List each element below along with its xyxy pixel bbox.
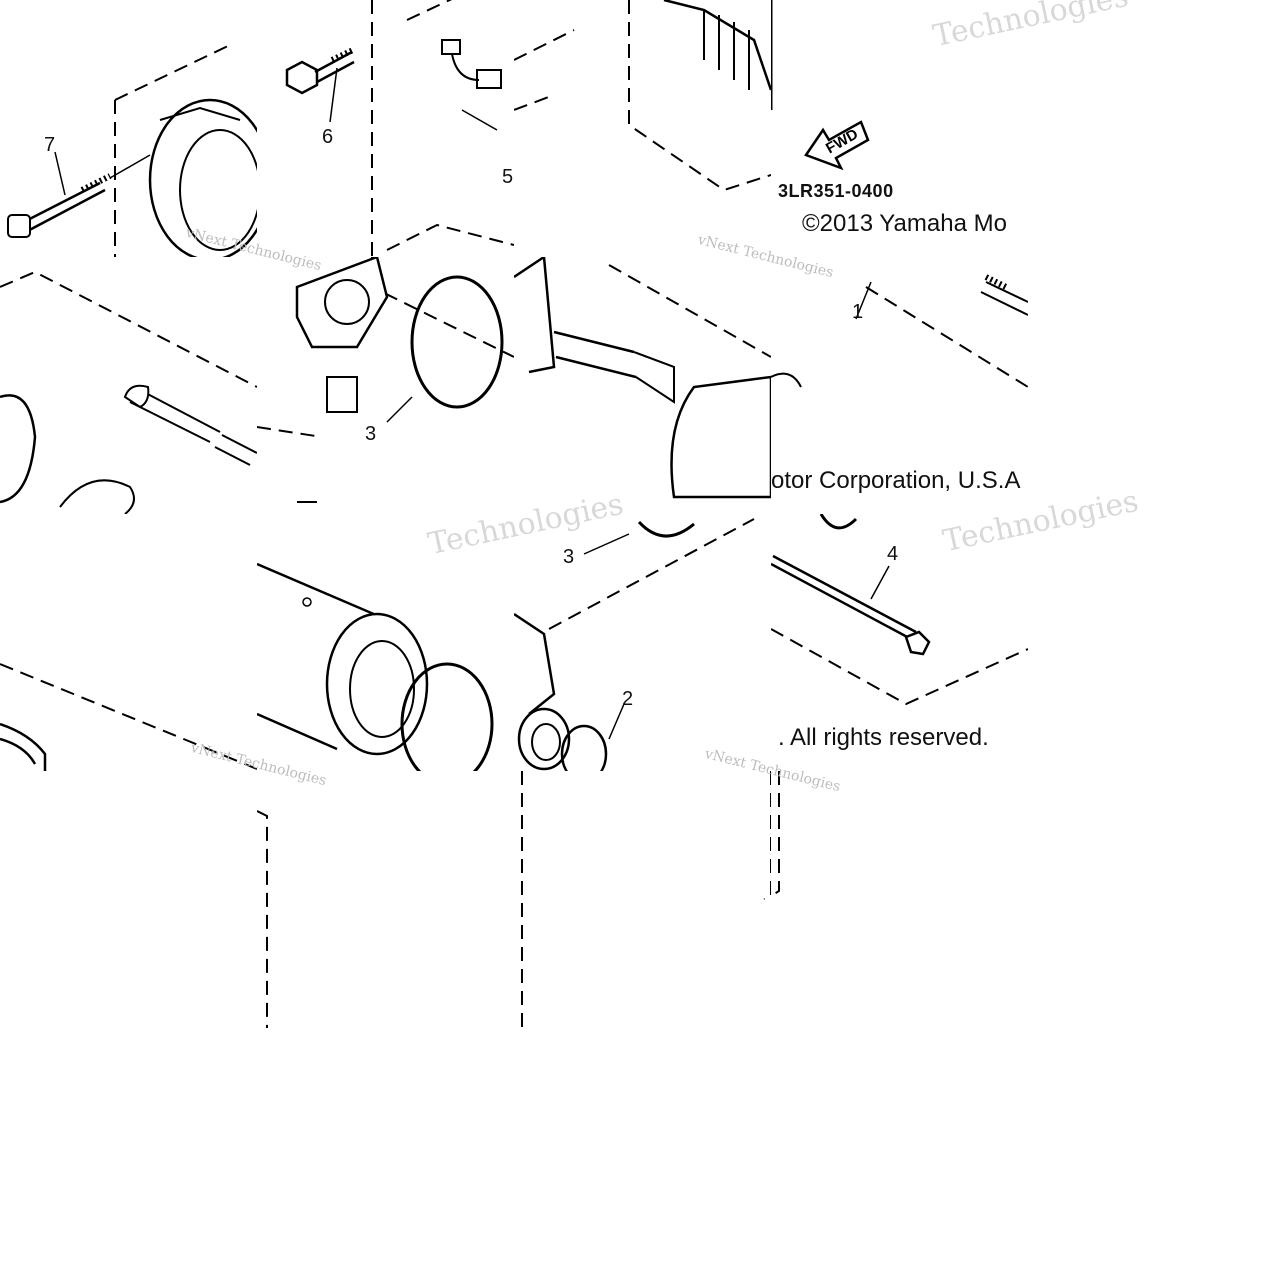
dashed-frame-corner (771, 771, 780, 897)
diagram-tile-r2c0 (0, 514, 257, 771)
diagram-tile-r3c4 (1028, 771, 1285, 1028)
fwd-arrow-drawing (771, 0, 870, 171)
diagram-tile-r4c0 (0, 1028, 257, 1285)
drive-housing-drawing (7, 44, 257, 257)
diagram-tile-r1c1 (257, 257, 514, 514)
diagram-tile-r2c2 (514, 514, 771, 771)
shaft-drawing (514, 257, 771, 499)
through-bolt-drawing (771, 274, 1028, 388)
diagram-tile-r4c4 (1028, 1028, 1285, 1285)
diagram-tile-r0c2 (514, 0, 771, 257)
yoke-drawing (257, 562, 494, 771)
diagram-tile-r3c2 (514, 771, 771, 1028)
diagram-tile-r3c1 (257, 771, 514, 1028)
diagram-tile-r0c3 (771, 0, 1028, 257)
diagram-tile-r2c1 (257, 514, 514, 771)
brush-holder-drawing (0, 270, 257, 514)
callout-1: 1 (852, 301, 864, 323)
callout-2: 2 (622, 688, 634, 710)
diagram-tile-r0c1 (257, 0, 514, 257)
copyright-fragment-1: ©2013 Yamaha Mo (802, 210, 1007, 237)
housing-lower-drawing (0, 663, 257, 771)
bolt-drawing (285, 0, 514, 257)
diagram-tile-r2c4 (1028, 514, 1285, 771)
diagram-tile-r2c3 (771, 514, 1028, 771)
diagram-tile-r4c2 (514, 1028, 771, 1285)
diagram-tile-r0c4 (1028, 0, 1285, 257)
callout-3a: 3 (365, 423, 377, 445)
front-cover-drawing (514, 518, 755, 771)
callout-5: 5 (502, 166, 514, 188)
diagram-tile-r1c3 (771, 257, 1028, 514)
diagram-tile-r3c0 (0, 771, 257, 1028)
diagram-tile-r0c0 (0, 0, 257, 257)
part-code: 3LR351-0400 (778, 181, 894, 201)
diagram-tile-r1c0 (0, 257, 257, 514)
diagram-tile-r4c1 (257, 1028, 514, 1285)
callout-4: 4 (887, 543, 899, 565)
copyright-fragment-3: . All rights reserved. (778, 724, 989, 751)
dashed-frame-left (257, 810, 268, 1028)
copyright-fragment-2: otor Corporation, U.S.A (771, 467, 1021, 494)
callout-7: 7 (44, 134, 56, 156)
armature-drawing (514, 0, 771, 192)
callout-6: 6 (322, 126, 334, 148)
dashed-frame-right (521, 771, 771, 1028)
diagram-tile-r4c3 (771, 1028, 1028, 1285)
callout-3b: 3 (563, 546, 575, 568)
diagram-tile-r3c3 (771, 771, 1028, 1028)
long-bolt-drawing (771, 514, 1028, 706)
diagram-tile-r1c2 (514, 257, 771, 514)
brush-plate-oring-drawing (257, 257, 514, 503)
diagram-tile-r1c4 (1028, 257, 1285, 514)
